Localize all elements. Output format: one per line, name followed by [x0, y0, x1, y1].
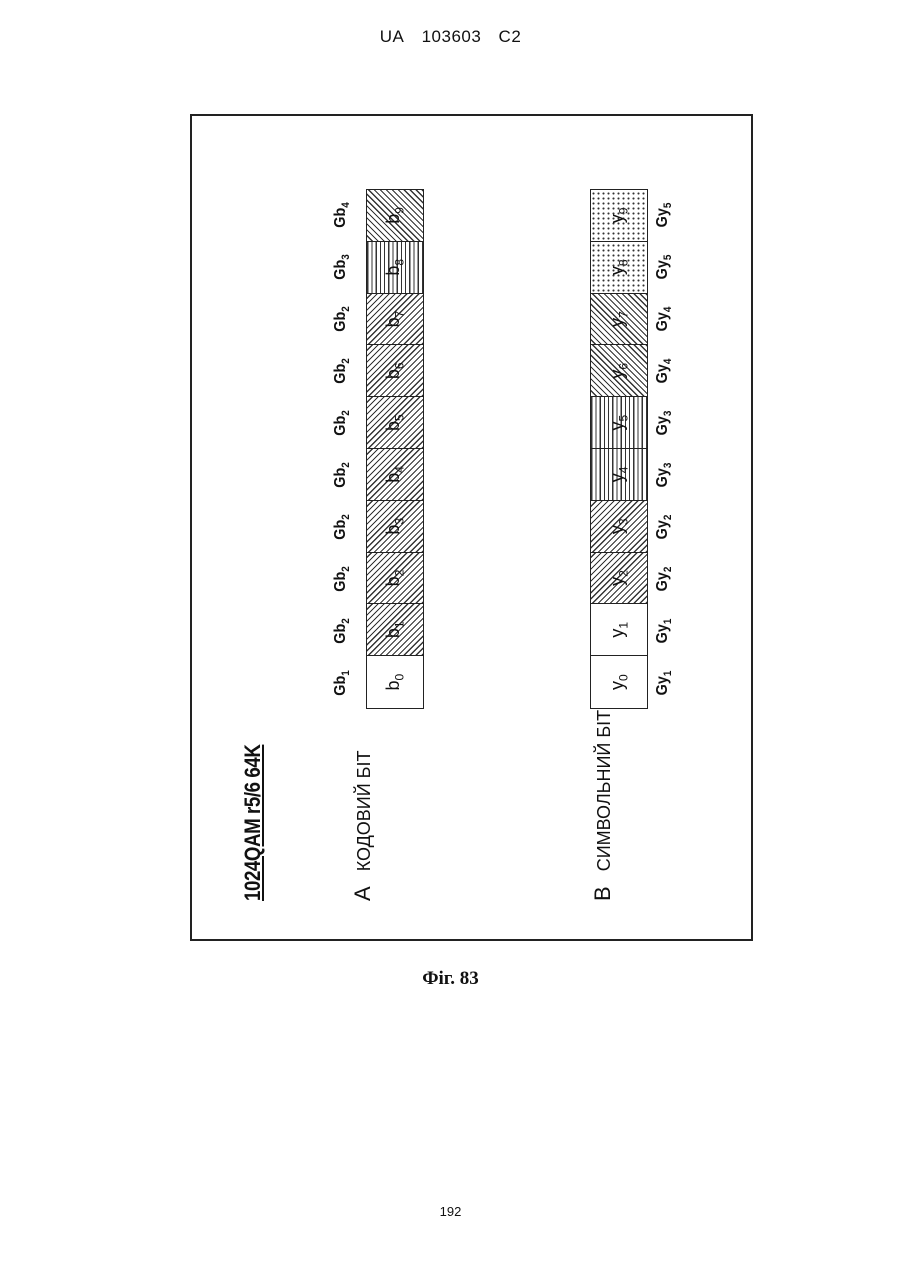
- row-a-cell: b9: [367, 190, 423, 242]
- row-a-cell: b1: [367, 604, 423, 656]
- row-b-cell-label: y1: [608, 621, 630, 639]
- row-b-cell: y8: [591, 242, 647, 294]
- row-a-bar: b0 b1 b2 b3 b4 b5 b6 b7 b8 b9: [366, 189, 424, 709]
- row-a-cell-label: b1: [384, 620, 406, 639]
- row-b-group-label: Gy3: [654, 452, 674, 499]
- row-b-cell: y0: [591, 656, 647, 708]
- row-b-cell-label: y6: [608, 362, 630, 380]
- row-b-cell: y7: [591, 294, 647, 346]
- header-country: UA: [380, 27, 405, 46]
- row-b-group-label: Gy4: [654, 348, 674, 395]
- row-a-cell: b6: [367, 345, 423, 397]
- row-a-group-label: Gb2: [332, 348, 352, 395]
- row-b-cell: y9: [591, 190, 647, 242]
- row-b-text: СИМВОЛЬНИЙ БІТ: [594, 710, 614, 871]
- row-a-cell-label: b5: [384, 413, 406, 432]
- row-b-group-label: Gy5: [654, 244, 674, 291]
- row-a-cell: b0: [367, 656, 423, 708]
- page-number: 192: [0, 1204, 901, 1219]
- row-b-label: B СИМВОЛЬНИЙ БІТ: [590, 710, 616, 901]
- figure-frame: 1024QAM r5/6 64K A КОДОВИЙ БІТ Gb1Gb2Gb2…: [190, 114, 753, 941]
- row-b-cell-label: y7: [608, 310, 630, 328]
- row-b-group-label: Gy1: [654, 660, 674, 707]
- row-b-letter: B: [590, 886, 615, 901]
- row-b-groups: Gy1Gy1Gy2Gy2Gy3Gy3Gy4Gy4Gy5Gy5: [654, 189, 674, 709]
- row-a-group-label: Gb1: [332, 660, 352, 707]
- row-a-group-label: Gb2: [332, 452, 352, 499]
- row-b-cell-label: y4: [608, 466, 630, 484]
- row-a-cell: b3: [367, 501, 423, 553]
- row-a-group-label: Gb2: [332, 400, 352, 447]
- row-a-cell-label: b2: [384, 569, 406, 588]
- row-a-letter: A: [350, 886, 375, 901]
- row-b-cell: y3: [591, 501, 647, 553]
- row-b-group-label: Gy2: [654, 556, 674, 603]
- row-b-cell: y1: [591, 604, 647, 656]
- row-a-cell-label: b4: [384, 465, 406, 484]
- row-a-cell: b5: [367, 397, 423, 449]
- row-b-cell-label: y3: [608, 517, 630, 535]
- row-a-cell: b4: [367, 449, 423, 501]
- row-b-cell: y5: [591, 397, 647, 449]
- row-a-cell-label: b9: [384, 206, 406, 225]
- row-b-cell-label: y2: [608, 569, 630, 587]
- header-kind: C2: [499, 27, 522, 46]
- row-b-cell: y6: [591, 345, 647, 397]
- row-b-cell: y4: [591, 449, 647, 501]
- row-b-cell-label: y5: [608, 414, 630, 432]
- header-number: 103603: [422, 27, 482, 46]
- row-a-cell-label: b3: [384, 517, 406, 536]
- figure-rotated-content: 1024QAM r5/6 64K A КОДОВИЙ БІТ Gb1Gb2Gb2…: [192, 114, 755, 941]
- row-a-cell: b2: [367, 553, 423, 605]
- row-b-cell-label: y0: [608, 673, 630, 691]
- document-header: UA 103603 C2: [0, 27, 901, 47]
- row-a-group-label: Gb2: [332, 504, 352, 551]
- row-b-group-label: Gy3: [654, 400, 674, 447]
- row-b-cell: y2: [591, 553, 647, 605]
- row-a-cell: b7: [367, 294, 423, 346]
- figure-title: 1024QAM r5/6 64K: [240, 745, 266, 901]
- row-b-group-label: Gy4: [654, 296, 674, 343]
- row-a-cell-label: b0: [384, 673, 406, 692]
- row-a-cell-label: b8: [384, 258, 406, 277]
- row-b-cell-label: y8: [608, 258, 630, 276]
- row-b-group-label: Gy2: [654, 504, 674, 551]
- row-b-group-label: Gy1: [654, 608, 674, 655]
- row-a-label: A КОДОВИЙ БІТ: [350, 751, 376, 901]
- row-a-group-label: Gb2: [332, 556, 352, 603]
- row-b-bar: y0 y1 y2 y3 y4 y5 y6 y7 y8 y9: [590, 189, 648, 709]
- row-a-group-label: Gb4: [332, 192, 352, 239]
- row-a-group-label: Gb2: [332, 296, 352, 343]
- row-b-cell-label: y9: [608, 207, 630, 225]
- row-a-cell: b8: [367, 242, 423, 294]
- row-a-group-label: Gb3: [332, 244, 352, 291]
- row-a-text: КОДОВИЙ БІТ: [354, 751, 374, 872]
- figure-caption: Фіг. 83: [0, 968, 901, 990]
- row-a-group-label: Gb2: [332, 608, 352, 655]
- row-b-group-label: Gy5: [654, 192, 674, 239]
- row-a-cell-label: b6: [384, 361, 406, 380]
- row-a-cell-label: b7: [384, 310, 406, 329]
- row-a-groups: Gb1Gb2Gb2Gb2Gb2Gb2Gb2Gb2Gb3Gb4: [332, 189, 352, 709]
